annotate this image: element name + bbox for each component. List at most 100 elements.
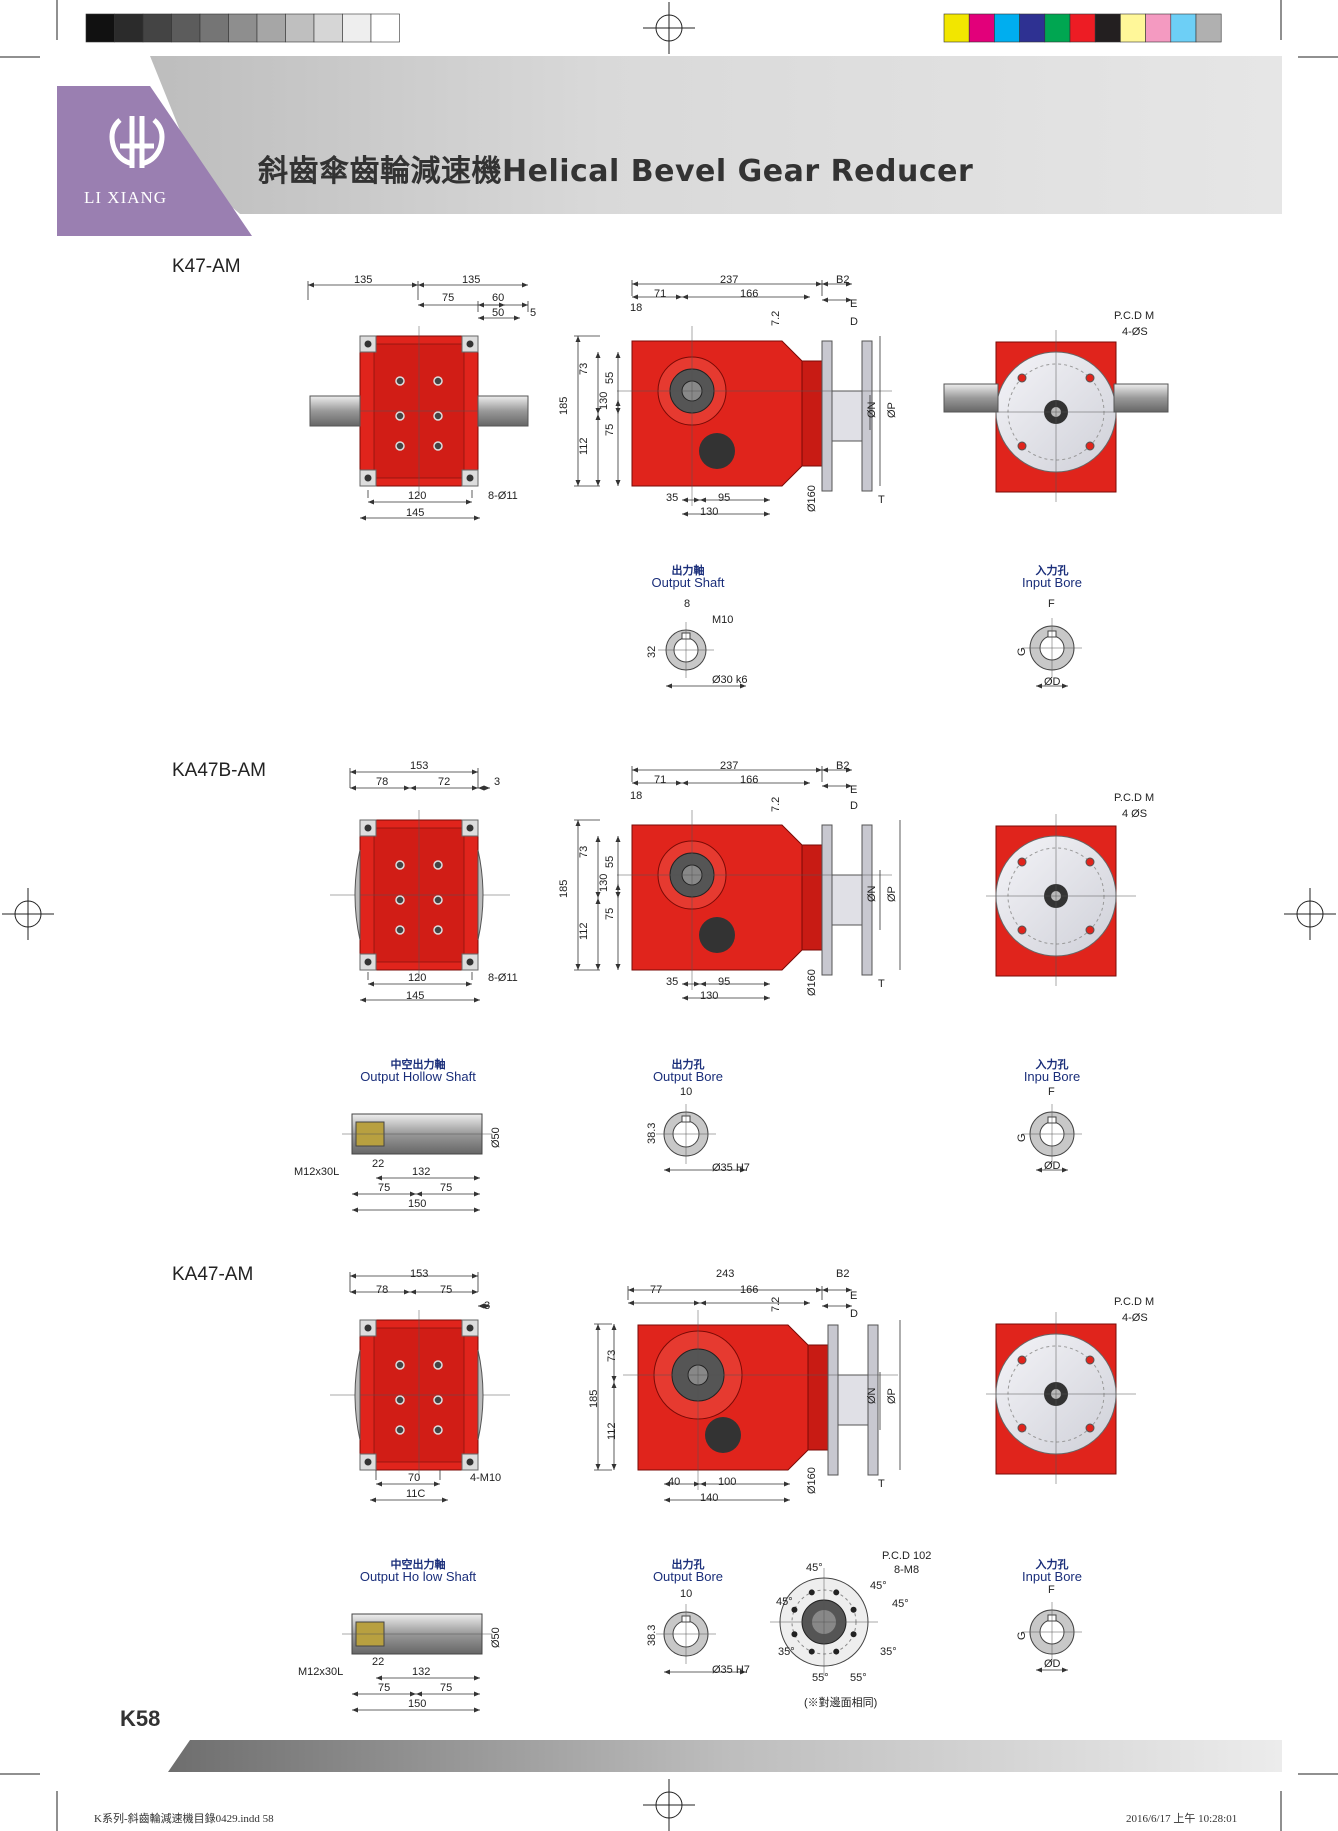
- dimension-arrow: [822, 783, 852, 789]
- bolt-head-icon: [395, 1425, 405, 1435]
- caption-zh: 入力孔: [1035, 1558, 1069, 1571]
- calibration-swatch: [1094, 13, 1121, 43]
- dimension-label: 60: [492, 292, 505, 304]
- calibration-swatch: [1120, 13, 1146, 43]
- calibration-swatch: [256, 13, 286, 43]
- dimension-label: 185: [558, 396, 570, 415]
- brand-name: LI XIANG: [84, 188, 168, 207]
- caption-en: Output Ho low Shaft: [359, 1569, 477, 1584]
- calibration-swatch: [1019, 13, 1046, 43]
- dimension-arrow: [478, 1303, 490, 1309]
- dimension-label: 75: [440, 1182, 453, 1194]
- flange-hole-icon: [833, 1589, 840, 1596]
- title-en: Helical Bevel Gear Reducer: [502, 154, 974, 189]
- dimension-label: 8: [684, 598, 691, 610]
- dimension-label: M12x30L: [298, 1666, 344, 1678]
- bolt-head-icon: [433, 1360, 443, 1370]
- dimension-arrow: [822, 297, 852, 303]
- dimension-arrow: [822, 1303, 852, 1309]
- dimension-label: 112: [578, 922, 590, 940]
- motor-adapter-flange: [861, 824, 873, 976]
- flange-hole-icon: [1085, 373, 1095, 383]
- motor-adapter-flange: [821, 340, 833, 492]
- page-title: 斜齒傘齒輪減速機Helical Bevel Gear Reducer: [258, 146, 973, 190]
- dimension-label: 100: [718, 1476, 737, 1488]
- caption-zh: 中空出力軸: [390, 1558, 446, 1571]
- bolt-head-icon: [433, 441, 443, 451]
- dimension-arrow: [632, 294, 682, 300]
- page-number: K58: [120, 1706, 161, 1731]
- calibration-swatch: [228, 13, 258, 43]
- flange-hole-icon: [808, 1648, 815, 1655]
- flange-hole-icon: [1017, 1423, 1027, 1433]
- dimension-label: 78: [376, 776, 389, 788]
- calibration-swatch: [1044, 13, 1071, 43]
- dimension-label: 75: [378, 1182, 391, 1194]
- dimension-label: 95: [718, 492, 731, 504]
- dimension-label: 135: [354, 274, 373, 286]
- registration-mark-left: [2, 888, 54, 940]
- dimension-label: 73: [578, 362, 590, 375]
- dimension-label: 75: [604, 907, 616, 920]
- dimension-arrow: [478, 785, 490, 791]
- bolt-head-icon: [433, 1425, 443, 1435]
- dimension-label: 75: [440, 1682, 453, 1694]
- dimension-label: 112: [578, 437, 590, 455]
- calibration-swatch: [1195, 13, 1222, 43]
- color-calibration-bar: [943, 13, 1222, 43]
- dimension-label: 55°: [812, 1672, 829, 1684]
- dimension-label: E: [850, 1290, 858, 1302]
- flange-hole-icon: [1017, 441, 1027, 451]
- bolt-hole-icon: [364, 1324, 372, 1332]
- flange-hole-icon: [1085, 925, 1095, 935]
- dimension-label: 95: [718, 976, 731, 988]
- dimension-label: 132: [412, 1166, 431, 1178]
- bolt-hole-icon: [466, 1324, 474, 1332]
- gearbox-side-neck: [807, 1344, 829, 1451]
- bolt-head-icon: [433, 376, 443, 386]
- bolt-hole-icon: [466, 340, 474, 348]
- bolt-hole-icon: [364, 824, 372, 832]
- dimension-label: 75: [442, 292, 455, 304]
- caption-zh: 出力軸: [671, 564, 705, 577]
- header-band: [150, 56, 1282, 214]
- lixiang-logo-icon: [109, 116, 165, 168]
- dimension-label: Ø160: [806, 1467, 818, 1494]
- dimension-label: ØD: [1044, 1160, 1061, 1172]
- dimension-label: ØD: [1044, 676, 1061, 688]
- dimension-label: 73: [578, 845, 590, 858]
- dimension-label: 130: [598, 873, 610, 892]
- bolt-hole-icon: [364, 1458, 372, 1466]
- motor-adapter: [831, 390, 863, 442]
- dimension-label: 22: [372, 1656, 385, 1668]
- dimension-label: 45°: [806, 1562, 823, 1574]
- registration-mark-right: [1284, 888, 1336, 940]
- dimension-label: M12x30L: [294, 1166, 340, 1178]
- calibration-swatch: [199, 13, 229, 43]
- calibration-swatch: [1170, 13, 1197, 43]
- technical-drawings: [307, 280, 1169, 1713]
- dimension-arrow: [611, 1324, 617, 1382]
- dimension-label: 55: [604, 371, 616, 384]
- dimension-label: 38.3: [646, 1624, 658, 1646]
- dimension-label: E: [850, 784, 858, 796]
- dimension-label: Ø35 H7: [712, 1162, 750, 1174]
- dimension-label: 166: [740, 774, 759, 786]
- flange-hole-icon: [791, 1606, 798, 1613]
- dimension-label: ØP: [886, 886, 898, 902]
- footer-band: [168, 1740, 1282, 1772]
- gearbox-side-neck: [801, 844, 823, 951]
- dimension-arrow: [822, 281, 852, 287]
- dimension-label: B2: [836, 760, 850, 772]
- dimension-label: 78: [376, 1284, 389, 1296]
- motor-adapter-flange: [827, 1324, 839, 1476]
- dimension-label: 70: [408, 1472, 421, 1484]
- bolt-head-icon: [395, 1360, 405, 1370]
- dimension-label: 73: [606, 1349, 618, 1362]
- dimension-label: 10: [680, 1086, 693, 1098]
- calibration-swatch: [142, 13, 172, 43]
- dimension-label: 50: [492, 307, 505, 319]
- flange-hole-icon: [1017, 925, 1027, 935]
- dimension-label: Ø35 H7: [712, 1664, 750, 1676]
- dimension-label: F: [1048, 1086, 1055, 1098]
